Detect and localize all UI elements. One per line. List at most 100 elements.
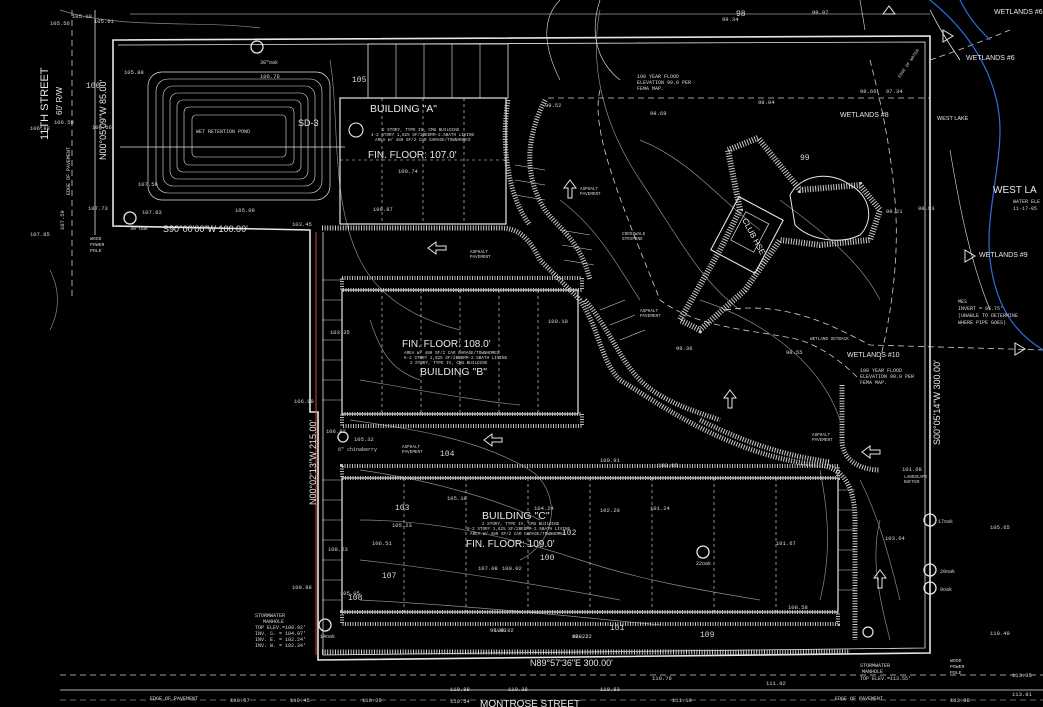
spot-elevation: 101.68 [902,466,922,473]
flood-label-2: ELEVATION 99.0 PER [637,80,691,86]
asphalt-label-5: ASPHALT [640,309,658,314]
spot-elevation: 113.08 [950,697,970,704]
spot-elevation: 105.65 [990,524,1010,531]
tree-icon [123,211,137,225]
spot-elevation: 113.81 [1012,691,1033,698]
oak20-label: 20oak [940,569,955,575]
sd-label: SD-3 [298,118,319,128]
oak17-label: 17oak [938,519,953,525]
spot-elevation: 106.82 [326,428,346,435]
oak9-label: 9oak [940,587,952,593]
manhole-icon [862,626,874,638]
flood-label-3: FEMA MAP. [637,86,664,92]
edge-water-label: EDGE OF WATER [898,48,922,79]
spot-elevation: 110.88 [450,686,470,693]
oak30-label-2: 30"oak [130,226,148,232]
spot-elevation: 108.22 [572,633,592,640]
spot-elevation: 99.03 [490,627,507,634]
spot-elevation: 100.91 [600,457,621,464]
retention-pond [120,71,345,201]
pavement-label-3: PAVEMENT [812,438,833,443]
spot-elevation: 110.57 [230,697,250,704]
edge-pavement-bottom: EDGE OF PAVEMENT [150,696,198,702]
spot-elevation: 107.56 [138,181,158,188]
oak22-label: 22oak [696,561,711,567]
building-a-desc3: AREA W/ 480 SF/2 CAR GARAGE/TOWNHOMES [375,138,471,143]
contour-label: 102 [562,529,577,538]
traffic-arrows [427,179,887,589]
building-c-name: BUILDING "C" [482,510,550,522]
spot-elevation: 106.80 [294,398,314,405]
top-elev-left: TOP ELEV.=109.92' [255,625,306,631]
benchmark-icon [964,249,976,263]
flood-label-1: 100 YEAR FLOOD [637,74,679,80]
spot-elevation: 97.34 [886,88,903,95]
contour-label: 98 [736,10,746,19]
spot-elevation: 106.59 [54,119,74,126]
spot-elevation: 103.45 [292,221,312,228]
building-a [339,43,509,225]
spot-elevation: 99.21 [886,208,903,215]
spot-elevation: 110.38 [508,686,528,693]
wetlands10-label: WETLANDS #10 [847,352,900,359]
building-c-desc3: AREA W/ 480 SF/2 CAR GARAGE/TOWNHOMES [470,532,566,537]
spot-elevation: 113.35 [1012,672,1032,679]
benchmark-triangles [882,5,1026,356]
spot-elevation: 110.83 [600,686,620,693]
building-b-desc3: 2 STORY, TYPE IV, CMU BUILDING [410,361,488,366]
spot-elevation: 98.66 [860,88,877,95]
asphalt-label-4: ASPHALT [580,187,598,192]
spot-elevation: 105.10 [447,495,467,502]
inv-s-label: INV. S. = 104.07' [255,631,306,637]
spot-elevation: 106.88 [30,125,50,132]
spot-elevation: 108.58 [788,604,808,611]
inv-w-label: INV. W. = 102.34' [255,643,306,649]
spot-elevation: 109.88 [292,584,312,591]
sd-marker-icon [348,122,364,138]
spot-elevation: 105.10 [72,13,92,20]
wetland-setback-label: WETLAND SETBACK [810,337,849,342]
spot-elevation: 107.73 [88,205,108,212]
street-name-left: 11TH STREET [39,67,51,140]
spot-elevation: 106.51 [372,540,393,547]
spot-elevation: 98.22 [572,633,589,640]
spot-elevation: 103.35 [330,329,350,336]
contour-label: 109 [700,631,715,640]
spot-elevation: 110.35 [362,697,382,704]
spot-elevation: 110.76 [652,675,672,682]
west-lake-big-label: WEST LA [993,185,1037,196]
building-b-desc1: AREA W/ 480 SF/2 CAR GARAGE/TOWNHOMES [404,351,500,356]
stormwater-label-3: STORMWATER [860,663,890,669]
spot-elevation: 111.92 [766,680,786,687]
asphalt-label-1: ASPHALT [470,250,488,255]
spot-elevation: 110.45 [290,697,310,704]
spot-elevation: 98.94 [758,99,775,106]
mes-label-4: WHERE PIPE GOES) [958,320,1006,326]
spot-elevation: 98.93 [918,205,935,212]
building-c-floor: FIN. FLOOR: 109.0' [466,539,555,550]
contour-label: 100 [540,554,555,563]
building-b-floor: FIN. FLOOR: 108.0' [402,339,491,350]
building-a-desc1: 2 STORY, TYPE IV, CMU BUILDING [382,128,460,133]
stormwater-label-2: MANHOLE [263,619,284,625]
flood-label-4: 100 YEAR FLOOD [860,368,902,374]
spot-elevation: 109.02 [494,627,514,634]
pond-label: WET RETENTION POND [196,129,250,135]
building-c-desc2: 8-2 STORY 1,825 SF/2BEDRM-2.5BATH LIVING [467,527,571,532]
mes-label-3: (UNABLE TO DETERMINE [958,313,1018,319]
asphalt-label-3: ASPHALT [812,433,830,438]
contour-label: 107 [382,572,397,581]
contour-label: 101 [610,624,625,633]
spot-elevation: 111.10 [672,697,692,704]
bearing-left-mid: N00°02'13"W 215.00' [308,419,318,505]
pavement-label-5: PAVEMENT [640,314,661,319]
crosswalk-label-1: CROSSWALK [622,232,646,237]
spot-elevation: 100.05 [658,462,678,469]
street-row-left: 60' R/W [55,86,64,115]
tree-icon [923,563,937,577]
spot-elevation: 105.32 [354,436,374,443]
pavement-label-4: PAVEMENT [580,192,601,197]
spot-elevation: 99.36 [676,345,693,352]
chinaberry-label: 6" chinaberry [338,447,377,453]
spot-elevation: 105.05 [340,590,360,597]
